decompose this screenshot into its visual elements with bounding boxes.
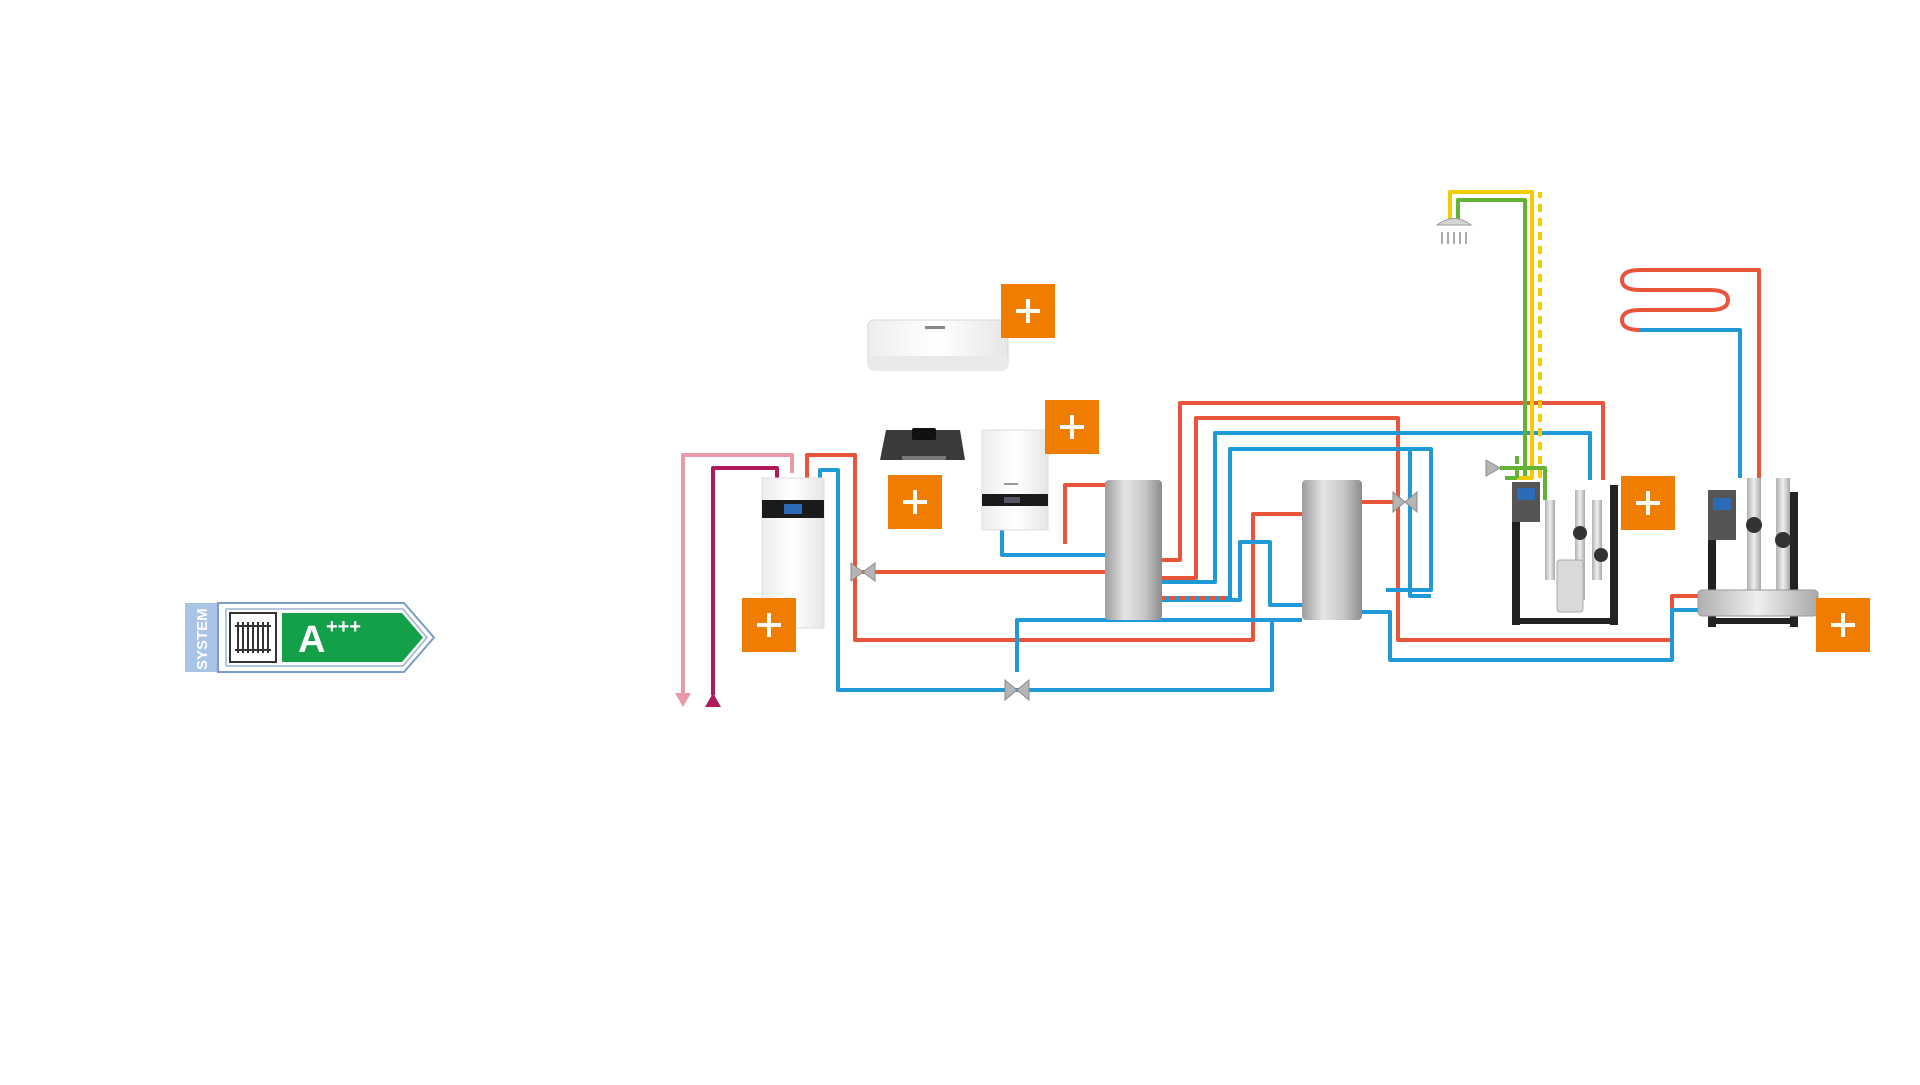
fresh-water-station-plus-button[interactable] <box>1621 476 1675 530</box>
tank-icon <box>1302 480 1362 620</box>
dhw-cold-pipe <box>1015 618 1302 672</box>
buffer-hot-to-hcs-pipe <box>1162 416 1698 642</box>
plus-icon <box>1636 491 1660 515</box>
plus-icon <box>1016 299 1040 323</box>
hcs-return-pipe <box>1362 608 1698 662</box>
air-conditioner-plus-button[interactable] <box>1001 284 1055 338</box>
ufh-return-pipe <box>1640 328 1742 478</box>
air-conditioner-icon[interactable] <box>867 319 1009 371</box>
ufh-flow-pipe <box>1640 268 1761 478</box>
energy-grade-suffix: +++ <box>326 616 361 638</box>
heating-station-plus-button[interactable] <box>1816 598 1870 652</box>
energy-grade-letter: A <box>298 619 325 661</box>
fws-green-link <box>1500 466 1547 500</box>
source-outlet-pipe <box>681 453 794 695</box>
station-icon[interactable] <box>1697 478 1819 627</box>
arrow-down-icon <box>675 693 691 707</box>
pipe-network <box>681 190 1761 695</box>
energy-label-system-text: SYSTEM <box>194 608 211 670</box>
station-icon[interactable] <box>1512 482 1618 625</box>
buffer-hot-to-fws-pipe <box>1162 401 1605 562</box>
energy-grade-arrow <box>282 613 423 662</box>
hp-flow-pipe <box>805 453 1302 642</box>
energy-label: SYSTEM A +++ <box>185 602 436 673</box>
boiler-plus-button[interactable] <box>1045 400 1099 454</box>
controller-icon[interactable] <box>880 428 965 460</box>
plus-icon <box>757 613 781 637</box>
buffer-cold-return-pipe <box>1162 431 1592 584</box>
valve-icon <box>850 459 1502 702</box>
fws-yellow-pipe <box>1448 190 1534 480</box>
boiler-flow-pipe <box>1063 483 1105 544</box>
wall-boiler-icon[interactable] <box>981 429 1049 531</box>
buffer-cold-pipe-2 <box>1162 447 1433 600</box>
arrow-up-icon <box>705 693 721 707</box>
tank-icon <box>1105 480 1162 620</box>
plus-icon <box>903 490 927 514</box>
underfloor-heating <box>1619 268 1731 332</box>
source-inlet-pipe <box>711 466 779 695</box>
plus-icon <box>1831 613 1855 637</box>
plus-icon <box>1060 415 1084 439</box>
boiler-return-pipe <box>1000 530 1105 557</box>
shower-icon <box>1435 218 1473 244</box>
energy-label-system-bar <box>185 603 218 672</box>
controller-plus-button[interactable] <box>888 475 942 529</box>
fws-green-pipe <box>1456 198 1527 480</box>
hp-return-pipe <box>818 468 1274 692</box>
dhw-recirc-pipe <box>1408 450 1431 598</box>
heat-pump-plus-button[interactable] <box>742 598 796 652</box>
